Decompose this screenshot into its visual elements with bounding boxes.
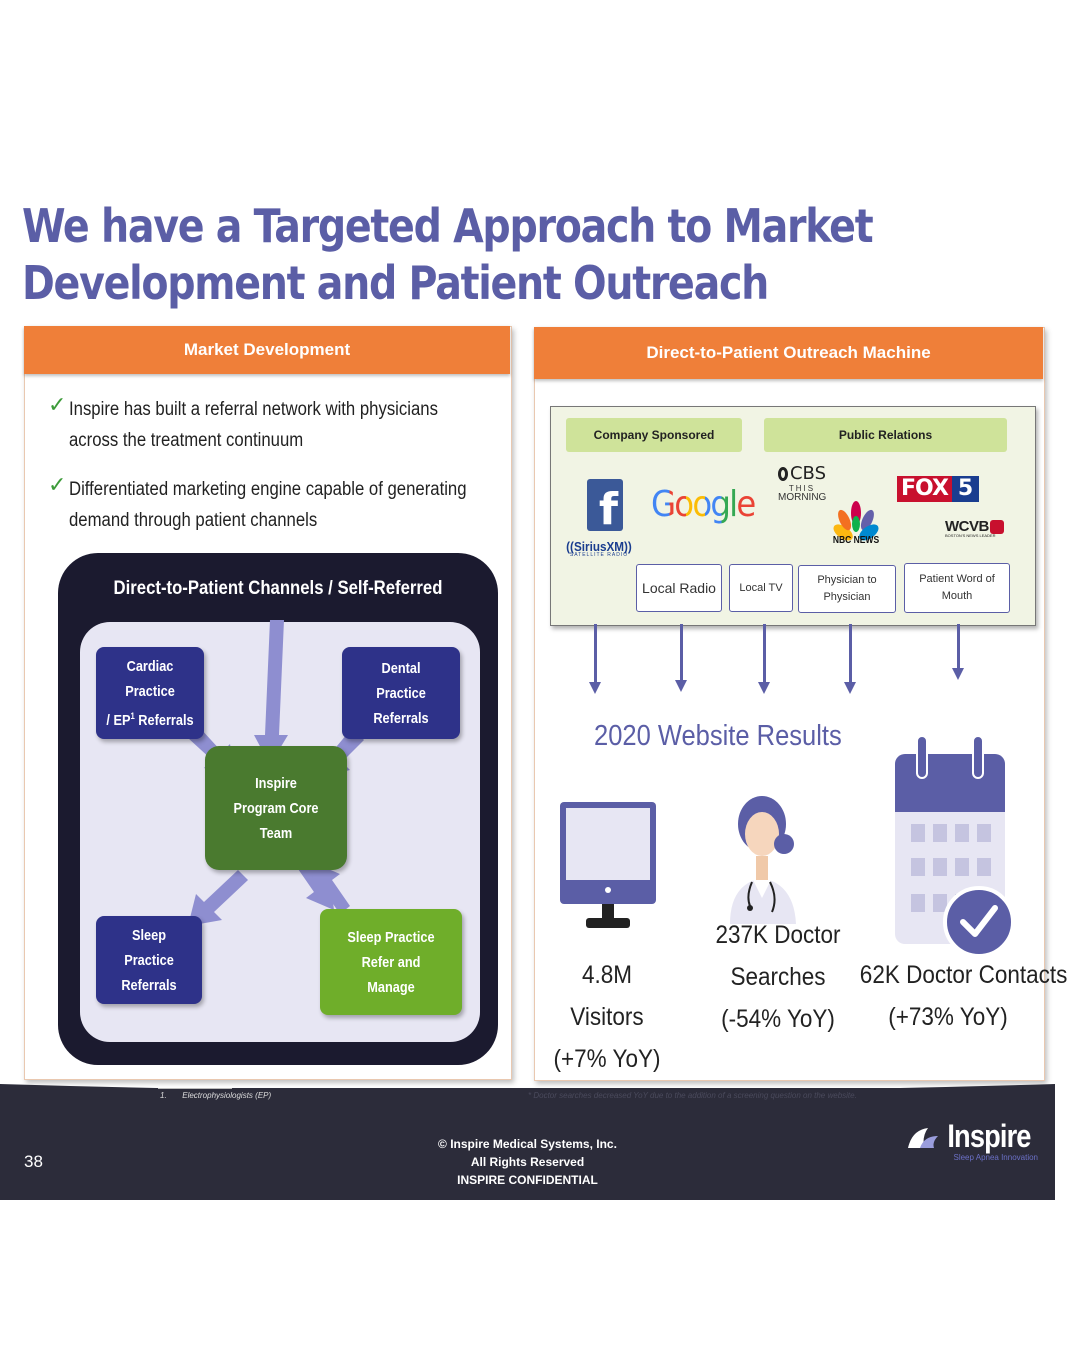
facebook-icon: f (587, 479, 623, 535)
wcvb-sub: BOSTON'S NEWS LEADER (945, 533, 996, 538)
footnote-right: * Doctor searches decreased YoY due to t… (528, 1091, 857, 1100)
cbs-eye-icon (778, 466, 788, 481)
footer (0, 1088, 1055, 1200)
searches-stat: 237K Doctor Searches (-54% YoY) (715, 914, 841, 1040)
footnote-left: 1. Electrophysiologists (EP) (160, 1091, 272, 1100)
cardiac-line2-post: Referrals (134, 711, 194, 729)
rights: All Rights Reserved (470, 1155, 585, 1169)
inspire-logo: Inspire Sleep Apnea Innovation (908, 1118, 1038, 1162)
contacts-yoy: (+73% YoY) (888, 1003, 1008, 1031)
local-radio-box: Local Radio (636, 564, 722, 612)
arrow (594, 624, 597, 684)
arrowhead (952, 668, 964, 680)
doctor-icon (730, 796, 796, 924)
sleep-manage-label: Sleep Practice Refer and Manage (347, 928, 435, 996)
arrowhead (675, 680, 687, 692)
searches-value-line1: 237K Doctor (715, 921, 841, 949)
checkmark-icon: ✓ (48, 392, 67, 417)
arrowhead (589, 682, 601, 694)
wcvb-text: WCVB (945, 518, 989, 535)
cardiac-line1: Cardiac Practice (125, 657, 175, 700)
fox5-logo: FOX 5 (897, 476, 980, 502)
inspire-logo-text: Inspire (947, 1118, 1031, 1154)
bullet-text: Inspire has built a referral network wit… (69, 399, 438, 451)
fox-text: FOX (897, 476, 952, 502)
arrow (957, 624, 960, 670)
nbc-text: NBC NEWS (832, 535, 880, 546)
cbs-sub1: THIS (788, 484, 816, 493)
arrow (680, 624, 683, 682)
channels-label: Direct-to-Patient Channels / Self-Referr… (113, 578, 443, 599)
dental-referrals-box: Dental Practice Referrals (342, 647, 460, 739)
searches-yoy: (-54% YoY) (721, 1005, 835, 1033)
fox-number: 5 (951, 476, 980, 502)
footnote-rule (158, 1088, 232, 1089)
calendar-check-icon (895, 735, 1015, 958)
arrowhead (844, 682, 856, 694)
footer-legal: © Inspire Medical Systems, Inc. All Righ… (400, 1135, 655, 1189)
visitors-yoy: (+7% YoY) (553, 1045, 661, 1073)
arrow (849, 624, 852, 684)
arrowhead (758, 682, 770, 694)
google-text: Google (651, 484, 756, 525)
physician-box: Physician to Physician (798, 565, 896, 613)
checkmark-icon: ✓ (48, 472, 67, 497)
public-relations-label: Public Relations (764, 418, 1007, 452)
contacts-stat: 62K Doctor Contacts (+73% YoY) (859, 954, 1067, 1038)
arrow (763, 624, 766, 684)
bullet-item: ✓ Differentiated marketing engine capabl… (48, 472, 508, 554)
cbs-text: CBS (789, 463, 826, 484)
bullet-text: Differentiated marketing engine capable … (69, 479, 467, 531)
cbs-logo: CBS THIS MORNING (778, 463, 826, 503)
google-logo: Google (651, 484, 756, 525)
contacts-value: 62K Doctor Contacts (859, 961, 1067, 989)
company-sponsored-label: Company Sponsored (566, 418, 742, 452)
copyright: © Inspire Medical Systems, Inc. (438, 1137, 617, 1151)
confidential: INSPIRE CONFIDENTIAL (457, 1173, 598, 1187)
market-development-header: Market Development (24, 326, 510, 374)
core-label: Inspire Program Core Team (233, 774, 319, 842)
patient-box: Patient Word of Mouth (904, 563, 1010, 613)
cardiac-referrals-box: Cardiac Practice / EP1 Referrals (96, 647, 204, 739)
cardiac-line2: / EP1 Referrals (104, 704, 196, 733)
page-number: 38 (24, 1152, 43, 1171)
visitors-stat: 4.8M Visitors (+7% YoY) (545, 954, 669, 1080)
dental-label: Dental Practice Referrals (373, 659, 429, 727)
siriusxm-logo: ((SiriusXM)) SATELLITE RADIO (552, 539, 646, 558)
siriusxm-sub: SATELLITE RADIO (569, 552, 629, 558)
siriusxm-text: ((SiriusXM)) (566, 539, 632, 554)
local-tv-box: Local TV (729, 564, 793, 612)
wcvb-5-icon (989, 519, 1004, 534)
sleep-referrals-label: Sleep Practice Referrals (121, 926, 177, 994)
footnote-marker: 1 (130, 710, 135, 721)
bullet-list: ✓ Inspire has built a referral network w… (48, 392, 508, 554)
core-team-box: Inspire Program Core Team (205, 746, 347, 870)
cbs-sub2: MORNING (778, 492, 827, 503)
searches-value-line2: Searches (730, 963, 826, 991)
bullet-item: ✓ Inspire has built a referral network w… (48, 392, 508, 474)
facebook-letter: f (598, 484, 618, 535)
sleep-referrals-box: Sleep Practice Referrals (96, 916, 202, 1004)
inspire-tagline: Sleep Apnea Innovation (953, 1153, 1038, 1162)
page-title: We have a Targeted Approach to Market De… (22, 199, 874, 310)
wcvb-logo: WCVB BOSTON'S NEWS LEADER (945, 518, 1009, 538)
sleep-manage-box: Sleep Practice Refer and Manage (320, 909, 462, 1015)
monitor-icon (560, 802, 656, 928)
visitors-value: 4.8M Visitors (570, 961, 644, 1031)
inspire-logo-mark-icon (908, 1127, 939, 1148)
results-title: 2020 Website Results (594, 720, 842, 752)
cardiac-line2-pre: / EP (106, 711, 131, 729)
outreach-header: Direct-to-Patient Outreach Machine (534, 327, 1043, 379)
nbc-peacock-icon (833, 501, 879, 541)
